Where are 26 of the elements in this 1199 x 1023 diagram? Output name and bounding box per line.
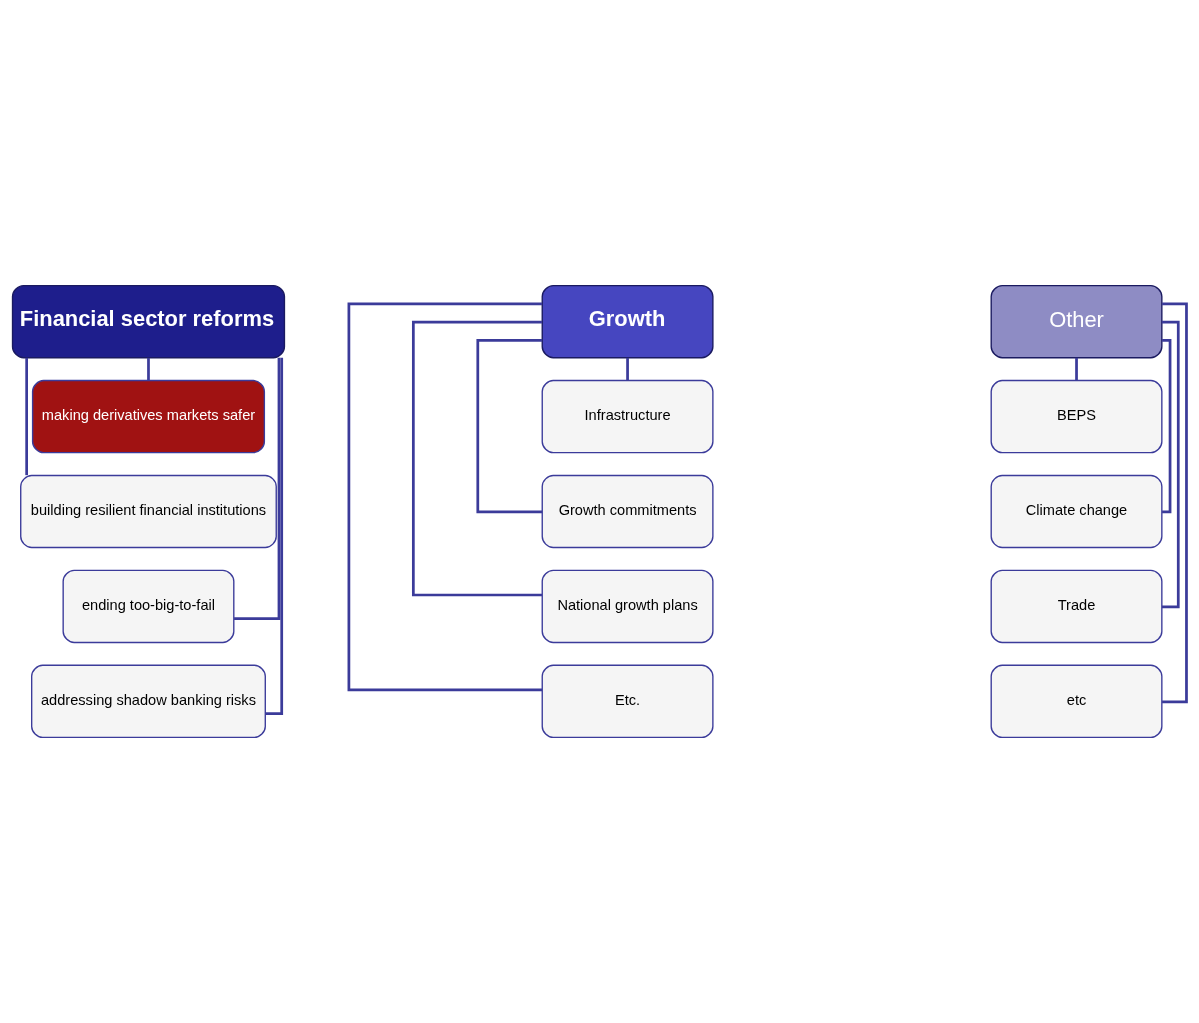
node-box: Financial sector reforms: [11, 284, 286, 359]
node-box: Infrastructure: [541, 379, 714, 454]
connector: [1075, 357, 1078, 381]
node-box: building resilient financial institutions: [20, 474, 277, 549]
node-box: Growth commitments: [541, 474, 714, 549]
node-box: Etc.: [541, 664, 714, 739]
node-box: Growth: [541, 284, 714, 359]
connector: [147, 357, 150, 381]
connector: [411, 320, 542, 597]
node-box: ending too-big-to-fail: [62, 569, 235, 644]
node-box: National growth plans: [541, 569, 714, 644]
node-box: BEPS: [990, 379, 1163, 454]
node-box: Climate change: [990, 474, 1163, 549]
connector: [1162, 302, 1188, 704]
node-box: making derivatives markets safer: [31, 379, 266, 454]
connector: [1162, 339, 1172, 514]
connector: [626, 357, 629, 381]
node-box: addressing shadow banking risks: [31, 664, 266, 739]
connector: [347, 302, 543, 692]
connector: [1161, 320, 1180, 609]
connector: [25, 357, 29, 476]
connector: [234, 357, 281, 621]
node-box: etc: [990, 664, 1163, 739]
node-box: Other: [990, 284, 1163, 359]
connector: [476, 339, 543, 514]
node-box: Trade: [990, 569, 1163, 644]
